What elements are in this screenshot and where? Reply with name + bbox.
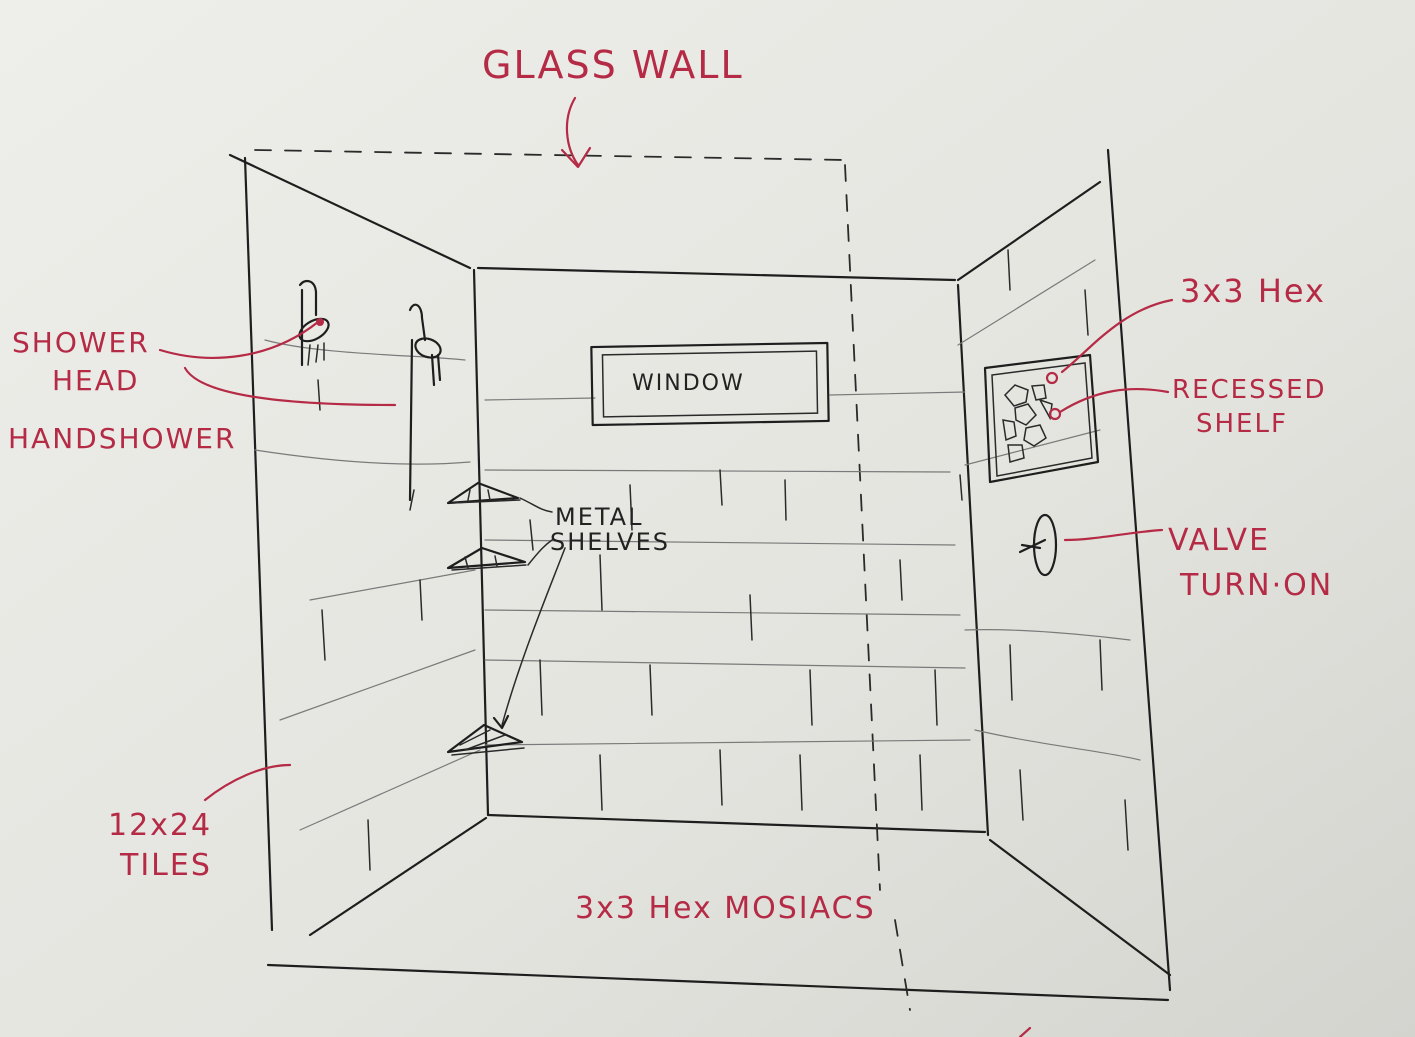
metal-shelves-label-line2: SHELVES: [550, 528, 670, 556]
enclosure-outline: [228, 148, 1172, 1011]
shower-head-label-line2: HEAD: [52, 364, 139, 397]
annotation-leaders: [158, 96, 1174, 1037]
handshower-icon: [408, 303, 442, 511]
metal-shelves-leaders: [492, 497, 566, 730]
back-wall-right-edge: [956, 283, 990, 837]
hex-3x3-label: 3x3 Hex: [1180, 272, 1326, 310]
shower-head-icon: [298, 279, 330, 367]
right-outer-edge: [1106, 148, 1172, 992]
valve-label-line2: TURN·ON: [1179, 568, 1333, 603]
metal-shelf-middle: [446, 546, 527, 571]
metal-shelf-bottom: [446, 723, 525, 756]
back-wall-left-edge: [472, 268, 490, 817]
recessed-shelf-label-line2: SHELF: [1196, 409, 1288, 439]
shelf-marker-dot: [1048, 407, 1062, 421]
metal-shelves-label-line1: METAL: [555, 503, 643, 531]
floor-left-diagonal: [308, 816, 488, 937]
tile-lines: [254, 249, 1141, 871]
metal-shelf-top: [446, 481, 521, 505]
tiles-label-line2: TILES: [119, 848, 212, 883]
front-bottom-edge: [266, 963, 1170, 1002]
left-wall-top-edge: [228, 153, 472, 270]
recessed-shelf-label-line1: RECESSED: [1172, 375, 1327, 405]
window: WINDOW: [590, 341, 830, 427]
glass-wall-arrow: [565, 96, 580, 167]
shower-head-label-line1: SHOWER: [12, 326, 150, 359]
left-outer-edge: [243, 156, 274, 932]
tiles-label-line1: 12x24: [108, 808, 212, 843]
glass-wall-dashed-vertical: [844, 164, 881, 891]
window-label: WINDOW: [632, 371, 745, 396]
valve-icon: [1018, 513, 1058, 577]
handshower-label: HANDSHOWER: [8, 422, 236, 455]
valve-label-line1: VALVE: [1168, 523, 1270, 558]
back-wall-top-edge: [476, 266, 957, 282]
glass-wall-dashed-top: [254, 149, 846, 161]
right-wall-top-edge: [956, 180, 1102, 282]
glass-wall-label: GLASS WALL: [482, 43, 744, 87]
recessed-shelf: [983, 353, 1100, 484]
floor-mosaic-label: 3x3 Hex MOSIACS: [575, 891, 876, 926]
glass-wall-dashed-lower: [894, 919, 911, 1011]
back-wall-bottom-edge: [486, 813, 987, 834]
annotation-labels: GLASS WALL SHOWER HEAD HANDSHOWER METAL …: [8, 43, 1333, 926]
hex-marker-dot: [1045, 371, 1059, 385]
floor-right-diagonal: [988, 838, 1172, 977]
glass-wall-arrowhead: [560, 146, 592, 169]
